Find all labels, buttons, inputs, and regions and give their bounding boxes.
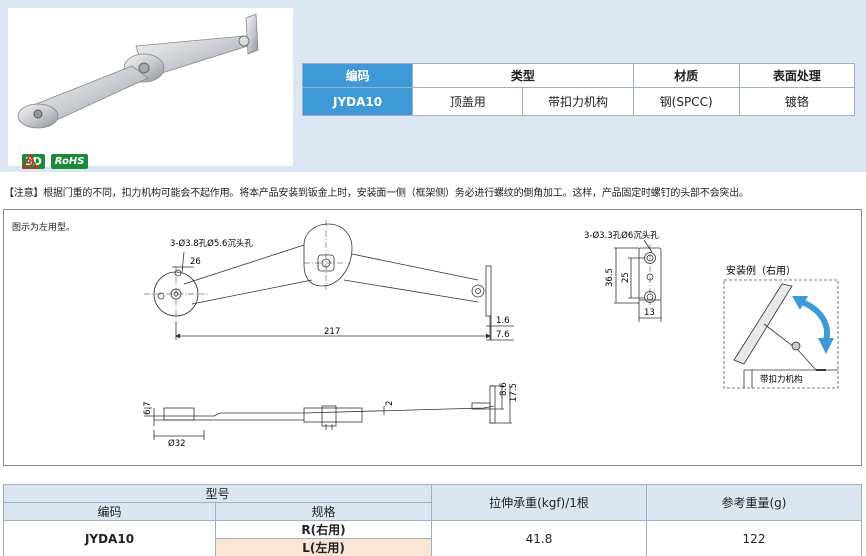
spec-type-1: 顶盖用 bbox=[412, 87, 524, 116]
spec-finish: 镀铬 bbox=[738, 87, 856, 116]
dim-36-5: 36.5 bbox=[605, 268, 615, 287]
model-header: 型号 bbox=[3, 484, 432, 503]
drawing-caption: 图示为左用型。 bbox=[12, 223, 76, 233]
rotation-arrow-icon bbox=[800, 299, 830, 341]
install-label: 带扣力机构 bbox=[760, 374, 803, 385]
spec-header: 规格 bbox=[215, 502, 432, 521]
dim-2: 2 bbox=[385, 401, 395, 406]
dim-8-6: 8.6 bbox=[499, 382, 509, 396]
model-table: 型号 拉伸承重(kgf)/1根 参考重量(g) 编码 规格 JYDA10 R(右… bbox=[3, 484, 862, 556]
rohs-badge: RoHS bbox=[50, 154, 89, 169]
cert-badges: 3D RoHS bbox=[22, 154, 89, 169]
dim-7-6: 7.6 bbox=[496, 330, 510, 340]
code-header: 编码 bbox=[3, 502, 216, 521]
spec-header-type: 类型 bbox=[412, 63, 634, 88]
spec-table: 编码 类型 材质 表面处理 JYDA10 顶盖用 带扣力机构 钢(SPCC) 镀… bbox=[301, 63, 856, 116]
dim-217: 217 bbox=[324, 327, 340, 337]
technical-drawing: 图示为左用型。 bbox=[3, 209, 862, 466]
weight-value: 122 bbox=[646, 520, 862, 556]
hole-label-plan: 3-Ø3.8孔Ø5.6沉头孔 bbox=[170, 238, 253, 249]
stay-elevation bbox=[152, 405, 495, 417]
dim-26: 26 bbox=[190, 257, 201, 267]
install-example-frame bbox=[723, 279, 839, 389]
dim-6-7: 6.7 bbox=[143, 401, 153, 415]
dim-13: 13 bbox=[644, 308, 655, 318]
dim-phi32: Ø32 bbox=[168, 438, 186, 449]
lid-stay-image bbox=[17, 13, 259, 129]
spec-header-code: 编码 bbox=[301, 63, 414, 88]
hole-label-bracket: 3-Ø3.3孔Ø6沉头孔 bbox=[584, 230, 659, 241]
product-banner: 3D RoHS 编码 类型 材质 表面处理 JYDA10 顶盖用 带扣力机构 钢… bbox=[0, 0, 866, 172]
spec-left[interactable]: L(左用) bbox=[215, 538, 432, 556]
product-photo: 3D RoHS bbox=[8, 8, 293, 169]
spec-material: 钢(SPCC) bbox=[632, 87, 740, 116]
caution-note: 【注意】根据门重的不同，扣力机构可能会不起作用。将本产品安装到钣金上时，安装面一… bbox=[4, 188, 749, 199]
dim-25: 25 bbox=[621, 272, 631, 283]
model-code[interactable]: JYDA10 bbox=[3, 520, 216, 556]
dim-1-6: 1.6 bbox=[496, 316, 510, 326]
spec-header-finish: 表面处理 bbox=[738, 63, 856, 88]
weight-header: 参考重量(g) bbox=[646, 484, 862, 521]
drawing-canvas: 3-Ø3.8孔Ø5.6沉头孔 26 217 1.6 7.6 3-Ø3.3孔Ø6沉… bbox=[143, 220, 839, 449]
warning-icon bbox=[22, 154, 38, 169]
spec-code[interactable]: JYDA10 bbox=[301, 87, 414, 116]
spec-right[interactable]: R(右用) bbox=[215, 520, 432, 539]
spec-header-material: 材质 bbox=[632, 63, 740, 88]
load-header: 拉伸承重(kgf)/1根 bbox=[431, 484, 647, 521]
spec-type-2: 带扣力机构 bbox=[522, 87, 634, 116]
install-title: 安装例（右用） bbox=[726, 264, 796, 277]
dim-17-5: 17.5 bbox=[509, 383, 519, 402]
load-value: 41.8 bbox=[431, 520, 647, 556]
